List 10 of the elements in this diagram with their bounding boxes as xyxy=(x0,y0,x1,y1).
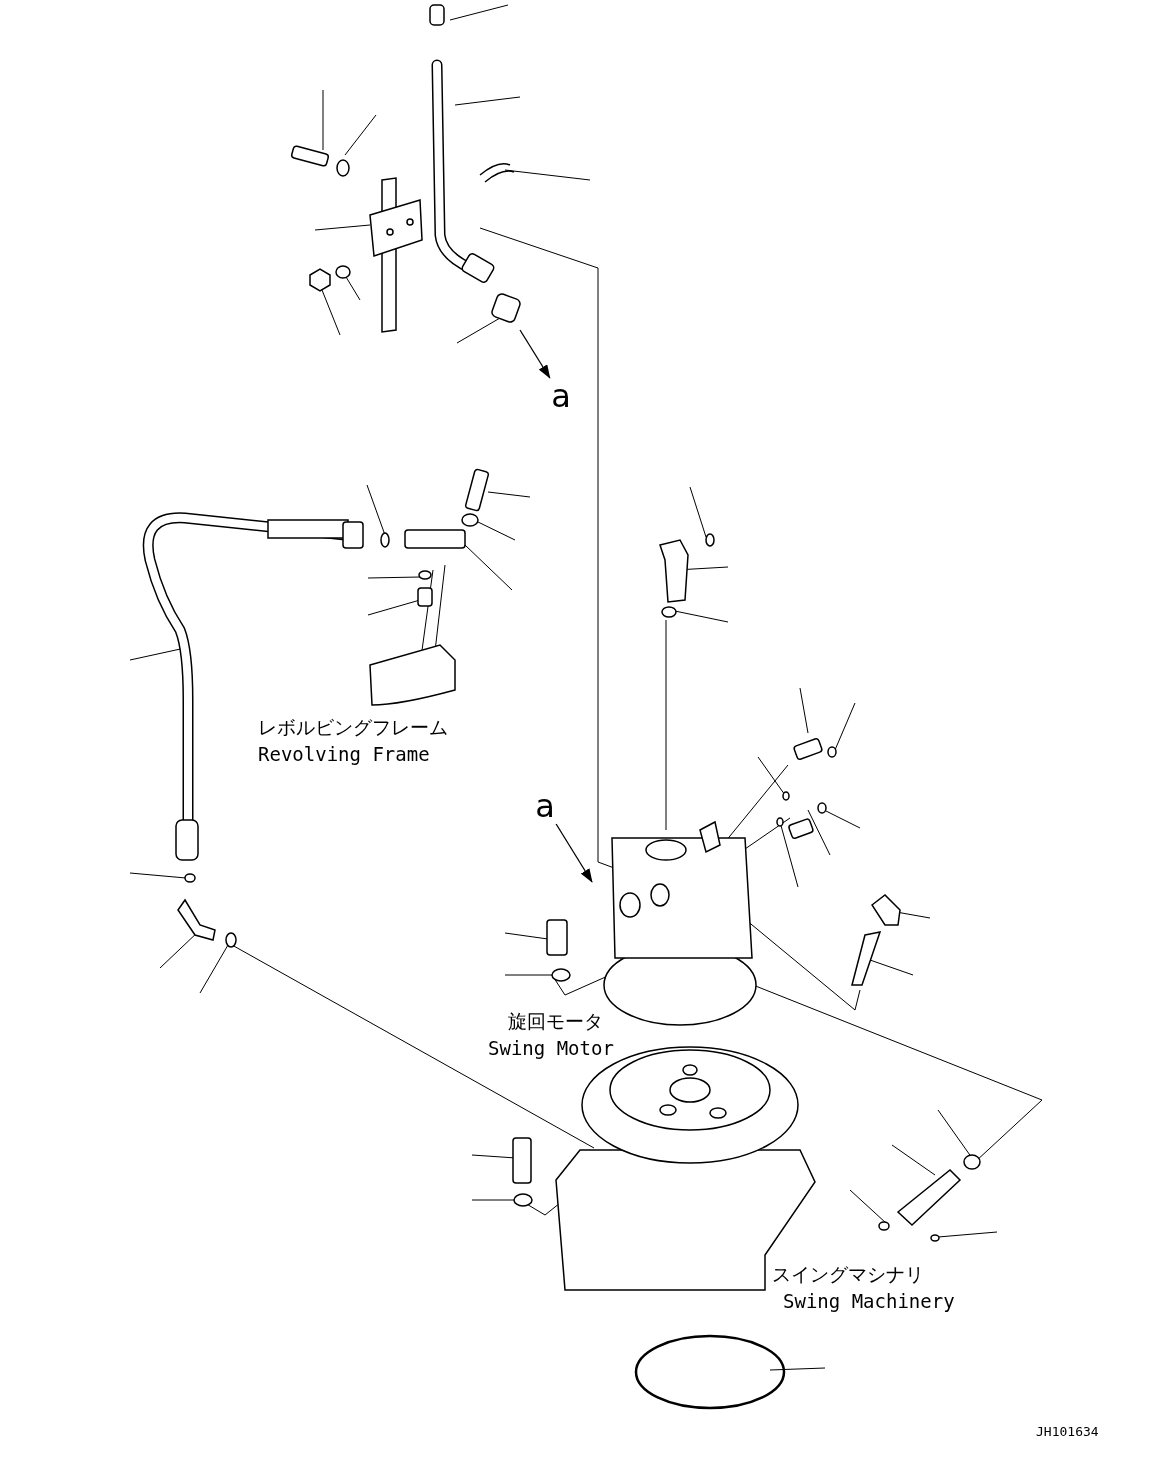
part-label: Swing Motor xyxy=(488,1039,614,1058)
arrow xyxy=(519,329,551,379)
part-label: Revolving Frame xyxy=(258,745,430,764)
reference-letter: a xyxy=(551,380,571,412)
part-label: Swing Machinery xyxy=(783,1292,955,1311)
part-label: レボルビングフレーム xyxy=(258,718,448,737)
arrow xyxy=(555,823,593,883)
drawing-number: JH101634 xyxy=(1036,1425,1099,1438)
reference-letter: a xyxy=(535,790,555,822)
part-label: 旋回モータ xyxy=(508,1012,603,1031)
